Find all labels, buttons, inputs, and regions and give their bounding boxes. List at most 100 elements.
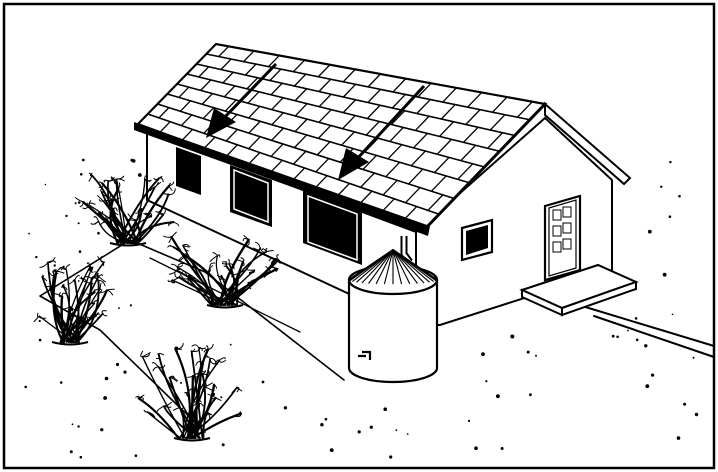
shingle-joint (270, 143, 284, 157)
ground-speck (59, 381, 63, 384)
shrub-branch (225, 265, 239, 306)
shrub (163, 231, 281, 309)
shingle-joint (463, 126, 479, 143)
ground-speck (229, 343, 232, 346)
lid-rib (383, 249, 394, 285)
shingle-joint (430, 175, 447, 192)
ground-speck (81, 158, 85, 162)
shrub-twig (236, 259, 244, 263)
shrub-twig (39, 261, 49, 268)
shingle-joint (385, 161, 401, 178)
rain-barrel (347, 248, 439, 384)
ground-speck (100, 428, 104, 432)
shingle-joint (410, 150, 426, 167)
shrub-twig (97, 279, 106, 287)
shrub-twig (146, 411, 156, 418)
shrub (75, 172, 180, 247)
shrub-twig (207, 343, 214, 350)
ground-speck (221, 443, 225, 447)
shingle-joint (362, 154, 377, 170)
shrub-branch (191, 412, 242, 440)
shingle-joint (342, 83, 357, 98)
shingle-joint (366, 104, 381, 120)
shingle-joint (342, 99, 357, 114)
shingle-joint (203, 136, 216, 149)
shrub-twig (154, 182, 159, 188)
shingle-joint (342, 115, 356, 130)
house-gable-wall (415, 116, 639, 326)
ground-speck (69, 450, 73, 454)
shrub-twig (176, 264, 184, 268)
ground-speck (668, 215, 672, 218)
shingle-joint (489, 114, 506, 131)
ground-speck (616, 335, 619, 339)
shrub-twig (106, 221, 114, 226)
shrub-twig (244, 239, 250, 246)
shrub-twig (153, 177, 160, 181)
lid-rib (375, 249, 394, 285)
shrub-twig (275, 268, 279, 272)
ground-speck (395, 429, 398, 431)
shrub-twig (182, 244, 191, 248)
ground-speck (529, 393, 532, 397)
ground-speck (485, 380, 488, 383)
ground-speck (320, 423, 324, 427)
shrub-branch (97, 220, 132, 244)
shrub-twig (171, 279, 176, 284)
shrub-twig (172, 221, 180, 227)
shingle-joint (408, 168, 424, 185)
ground-speck (220, 396, 223, 399)
shingle-joint (390, 110, 406, 125)
shrub-twig (168, 269, 178, 275)
shrub-twig (212, 252, 219, 257)
shrub-twig (61, 283, 65, 288)
shrub-twig (249, 269, 256, 273)
shingle-joint (516, 101, 533, 118)
shrub-twig (69, 305, 73, 312)
shrub-branch (88, 204, 139, 244)
shingle-joint (389, 127, 404, 142)
shrub-base (109, 242, 147, 247)
shrub-twig (102, 261, 105, 267)
front-door (543, 194, 582, 282)
shingle-joint (317, 125, 332, 139)
shrub-twig (206, 355, 211, 360)
shingle-joint (293, 134, 308, 149)
ground-speck (481, 352, 485, 356)
window-1 (176, 147, 201, 195)
shingle-joint (467, 92, 483, 108)
shingle-joint (442, 87, 457, 103)
ground-speck (283, 406, 288, 410)
shingle-joint (248, 120, 261, 134)
shrub-branch (216, 268, 279, 306)
shingle-joint (198, 66, 210, 78)
shrub-twig (167, 188, 176, 196)
lid-rib (392, 249, 418, 284)
shingle-joint (341, 131, 355, 146)
shrub-twig (72, 279, 76, 282)
shingle-joint (178, 86, 190, 98)
shrub-twig (62, 284, 68, 291)
shrub-twig (70, 306, 79, 312)
ground-speck (694, 412, 699, 417)
shrub-twig (158, 177, 164, 183)
shrub-twig (158, 352, 165, 356)
shrub-twig (116, 175, 125, 180)
shingle-joint (438, 121, 455, 137)
shrub-branch (207, 266, 223, 306)
shrub-branch (91, 174, 122, 244)
shrub-twig (110, 176, 117, 183)
ground-speck (35, 255, 38, 259)
shingle-joint (316, 141, 331, 156)
shrub-branch (141, 355, 186, 439)
shingle-joint (492, 96, 508, 113)
shrub-twig (138, 397, 144, 401)
shrub-twig (93, 216, 99, 222)
ground-speck (80, 173, 83, 176)
shingle-joint (220, 58, 232, 70)
shingle-joint (416, 99, 431, 114)
shrub-twig (94, 271, 100, 277)
lid-rib (392, 249, 403, 285)
shrub-twig (61, 292, 68, 298)
